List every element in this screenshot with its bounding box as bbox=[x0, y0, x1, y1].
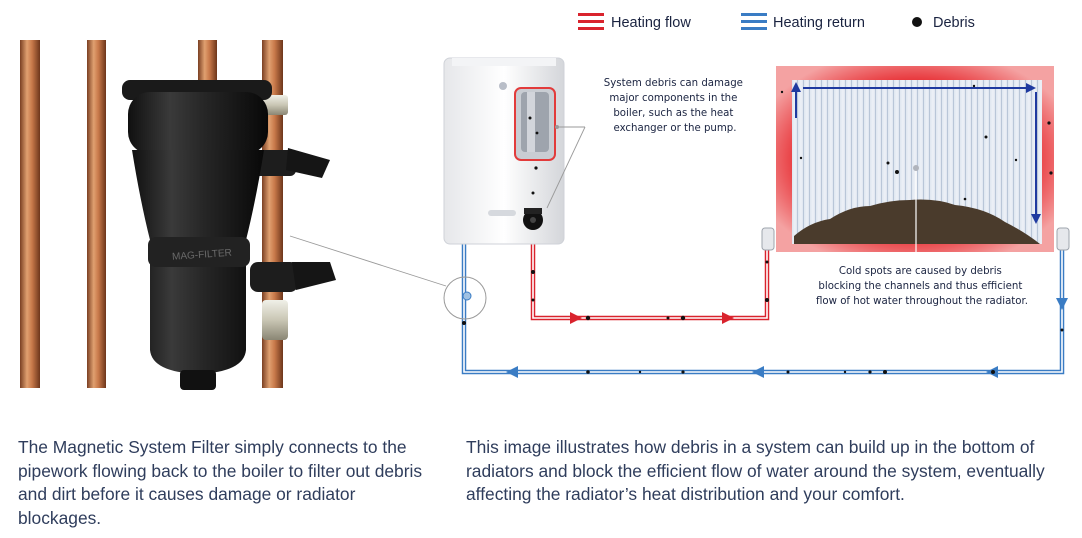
copper-pipe bbox=[20, 40, 40, 388]
radiator-callout-text: Cold spots are caused by debris blocking… bbox=[816, 266, 1028, 307]
radiator bbox=[761, 66, 1070, 262]
legend-heating-return-label: Heating return bbox=[773, 15, 865, 31]
filter-location-marker bbox=[443, 276, 487, 320]
pipe-fitting bbox=[262, 300, 288, 340]
valve-handle-icon bbox=[286, 148, 330, 178]
flow-arrow-icon bbox=[570, 312, 582, 324]
flow-arrow-icon bbox=[722, 312, 734, 324]
valve-handle-icon bbox=[292, 262, 336, 290]
legend-debris: Debris bbox=[912, 15, 975, 31]
radiator-flow-arrow-icon bbox=[1026, 83, 1036, 93]
return-arrow-icon bbox=[1056, 298, 1068, 310]
radiator-flow-arrow-icon bbox=[1031, 214, 1041, 224]
copper-pipe bbox=[87, 40, 106, 388]
diagram-description: This image illustrates how debris in a s… bbox=[466, 437, 1045, 504]
radiator-sludge bbox=[794, 199, 1040, 244]
boiler bbox=[443, 57, 565, 245]
pipe-debris bbox=[462, 260, 1064, 374]
heating-flow-swatch bbox=[578, 13, 604, 16]
legend-debris-label: Debris bbox=[933, 15, 975, 31]
return-arrow-icon bbox=[506, 366, 518, 378]
legend-heating-flow-label: Heating flow bbox=[611, 15, 691, 31]
legend: Heating flow Heating return Debris bbox=[578, 13, 975, 31]
radiator-valve bbox=[761, 227, 775, 251]
boiler-callout: System debris can damage major component… bbox=[546, 78, 746, 209]
return-arrow-icon bbox=[752, 366, 764, 378]
boiler-callout-text: System debris can damage major component… bbox=[604, 78, 746, 134]
debris-dot-icon bbox=[912, 17, 922, 27]
radiator-valve bbox=[1056, 227, 1070, 251]
product-description: The Magnetic System Filter simply connec… bbox=[18, 437, 423, 528]
heating-return-swatch bbox=[741, 13, 767, 16]
filter-icon bbox=[462, 291, 472, 301]
magnetic-filter-photo: MAG-FILTER bbox=[18, 38, 383, 398]
legend-heating-return: Heating return bbox=[741, 13, 865, 31]
legend-heating-flow: Heating flow bbox=[578, 13, 691, 31]
flow-pipe bbox=[530, 160, 770, 321]
callout-line bbox=[289, 235, 447, 287]
filter-brand-label: MAG-FILTER bbox=[172, 248, 232, 263]
